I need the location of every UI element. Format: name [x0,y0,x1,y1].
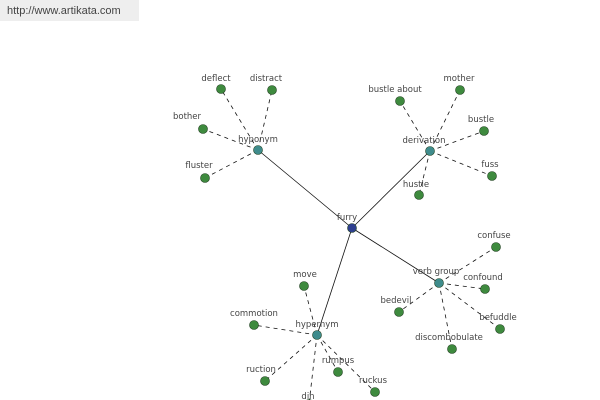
edge-bustle [429,130,485,152]
leaf-node-label: deflect [201,74,231,84]
leaf-node-label: bustle [468,115,494,125]
hub-node-hyponym[interactable]: hyponym [238,135,278,155]
leaf-node-dot[interactable] [491,242,501,252]
center-node-label: furry [337,213,357,223]
hub-node-label: derivation [402,136,445,146]
edge-bedevil [398,282,440,313]
leaf-node-dot[interactable] [455,85,465,95]
leaf-node-din[interactable]: din [301,392,315,400]
edge-hyponym [257,149,353,229]
edge-ruction [264,334,318,382]
hub-node-label: hyponym [238,135,278,145]
leaf-node-mother[interactable]: mother [444,74,475,95]
hub-node-label: hypernym [295,320,338,330]
leaf-node-label: confuse [477,231,510,241]
leaf-node-dot[interactable] [200,173,210,183]
leaf-node-fuss[interactable]: fuss [481,160,499,181]
leaf-node-label: din [301,392,314,400]
leaf-node-hustle[interactable]: hustle [403,180,429,200]
edge-verb-group [351,227,440,284]
leaf-node-label: ruction [246,365,276,375]
leaf-node-confound[interactable]: confound [463,273,503,294]
hub-node-dot[interactable] [434,278,444,288]
leaf-node-label: bother [173,112,202,122]
leaf-node-dot[interactable] [249,320,259,330]
leaf-node-dot[interactable] [495,324,505,334]
source-url[interactable]: http://www.artikata.com [0,0,139,21]
edge-move [303,285,318,336]
leaf-node-dot[interactable] [487,171,497,181]
leaf-node-dot[interactable] [370,387,380,397]
leaf-node-dot[interactable] [299,281,309,291]
leaf-node-label: bustle about [368,85,422,95]
leaf-node-label: confound [463,273,503,283]
edge-distract [257,89,273,151]
leaf-node-distract[interactable]: distract [250,74,283,95]
leaf-node-deflect[interactable]: deflect [201,74,231,94]
center-node-furry[interactable]: furry [337,213,357,233]
edge-deflect [220,88,259,151]
edge-fluster [204,149,259,179]
leaf-node-label: commotion [230,309,278,319]
hub-node-dot[interactable] [253,145,263,155]
leaf-node-move[interactable]: move [293,270,317,291]
leaf-node-label: move [293,270,317,280]
leaf-node-label: mother [444,74,475,84]
leaf-node-label: fuss [481,160,499,170]
leaf-node-bother[interactable]: bother [173,112,208,134]
leaf-node-label: fluster [185,161,213,171]
leaf-node-label: rumpus [322,356,355,366]
edge-bustle-about [399,100,431,152]
leaf-node-dot[interactable] [216,84,226,94]
edge-ruckus [316,334,376,393]
edge-rumpus [316,334,339,373]
leaf-node-label: befuddle [479,313,516,323]
edge-confuse [438,246,497,284]
leaf-node-bedevil[interactable]: bedevil [380,296,412,317]
leaf-node-dot[interactable] [395,96,405,106]
leaf-node-dot[interactable] [479,126,489,136]
edge-din [309,334,318,400]
leaf-node-discombobulate[interactable]: discombobulate [415,333,483,354]
edge-hypernym [316,227,353,336]
hub-node-hypernym[interactable]: hypernym [295,320,339,340]
leaf-node-bustle-about[interactable]: bustle about [368,85,422,106]
edge-derivation [351,150,431,229]
leaf-node-dot[interactable] [394,307,404,317]
leaf-node-dot[interactable] [260,376,270,386]
leaf-node-dot[interactable] [414,190,424,200]
leaf-node-fluster[interactable]: fluster [185,161,213,183]
edge-bother [202,128,259,151]
leaf-node-dot[interactable] [480,284,490,294]
leaf-node-label: ruckus [359,376,388,386]
hub-node-derivation[interactable]: derivation [402,136,446,156]
leaf-node-bustle[interactable]: bustle [468,115,494,136]
edge-commotion [253,324,318,336]
leaf-node-label: distract [250,74,283,84]
hub-node-dot[interactable] [425,146,435,156]
hub-node-label: verb group [413,267,460,277]
leaf-node-rumpus[interactable]: rumpus [322,356,355,377]
edge-discombobulate [438,282,453,350]
leaf-node-label: bedevil [380,296,411,306]
leaf-node-dot[interactable] [198,124,208,134]
leaf-node-dot[interactable] [447,344,457,354]
leaf-node-dot[interactable] [333,367,343,377]
center-node-dot[interactable] [347,223,357,233]
leaf-node-label: hustle [403,180,429,190]
leaf-node-befuddle[interactable]: befuddle [479,313,517,334]
edge-mother [429,89,461,152]
edge-fuss [429,150,493,177]
hub-node-verb-group[interactable]: verb group [413,267,460,288]
hub-node-dot[interactable] [312,330,322,340]
leaf-node-dot[interactable] [267,85,277,95]
leaf-node-confuse[interactable]: confuse [477,231,511,252]
leaf-node-commotion[interactable]: commotion [230,309,278,330]
leaf-node-label: discombobulate [415,333,483,343]
leaf-node-ruction[interactable]: ruction [246,365,276,386]
leaf-node-ruckus[interactable]: ruckus [359,376,388,397]
